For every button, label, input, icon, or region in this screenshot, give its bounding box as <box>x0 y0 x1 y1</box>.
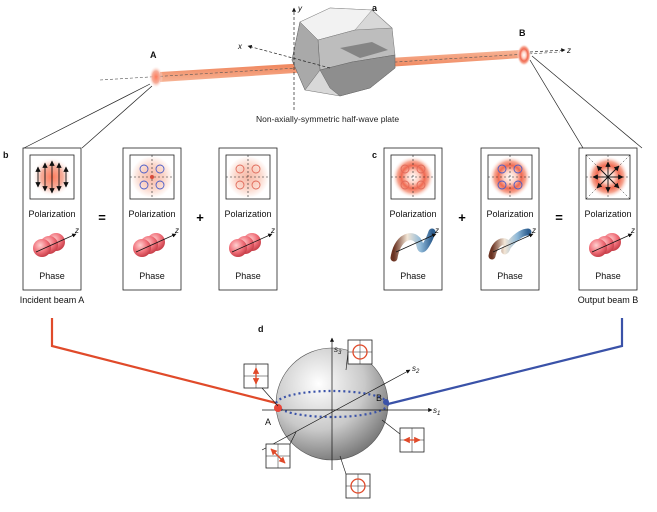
state-box-circular-bottom <box>339 455 371 499</box>
panel-label-d: d <box>258 324 264 334</box>
phase-plane-wave-3 <box>229 233 273 257</box>
polarization-pattern-output <box>585 154 631 200</box>
polarization-label-5: Polarization <box>486 209 533 219</box>
state-box-vertical <box>243 363 279 407</box>
operator-equals-2: = <box>555 210 563 225</box>
axis-x-label: x <box>237 42 243 51</box>
output-beam-label: Output beam B <box>578 295 639 305</box>
sphere-point-b: B <box>376 393 382 403</box>
phase-z-1: z <box>74 226 79 235</box>
phase-z-4: z <box>434 226 439 235</box>
polarization-label-1: Polarization <box>28 209 75 219</box>
polarization-label-6: Polarization <box>584 209 631 219</box>
operator-plus-2: + <box>458 210 466 225</box>
operator-plus-1: + <box>196 210 204 225</box>
phase-plane-wave-6 <box>589 233 633 257</box>
operator-equals-1: = <box>98 210 106 225</box>
polarization-label-3: Polarization <box>224 209 271 219</box>
phase-z-5: z <box>531 226 536 235</box>
phase-label-5: Phase <box>497 271 523 281</box>
phase-z-2: z <box>174 226 179 235</box>
wave-plate <box>291 7 396 97</box>
axis-z-label: z <box>566 46 571 55</box>
axis-y-label: y <box>297 4 303 13</box>
point-b-label: B <box>519 28 526 38</box>
phase-helical-wave-5 <box>488 228 534 260</box>
beam-spot-b <box>517 44 531 66</box>
phase-label-2: Phase <box>139 271 165 281</box>
state-box-diagonal <box>265 431 297 469</box>
s3-label: s3 <box>334 345 342 356</box>
phase-label-6: Phase <box>595 271 621 281</box>
red-connector <box>50 318 281 406</box>
polarization-label-2: Polarization <box>128 209 175 219</box>
polarization-pattern-2 <box>129 154 175 200</box>
phase-plane-wave-1 <box>33 233 77 257</box>
state-box-horizontal <box>381 419 425 453</box>
phase-plane-wave-2 <box>133 233 177 257</box>
polarization-label-4: Polarization <box>389 209 436 219</box>
phase-z-6: z <box>630 226 635 235</box>
polarization-pattern-3 <box>225 154 271 200</box>
phase-label-1: Phase <box>39 271 65 281</box>
sphere-point-a: A <box>265 417 271 427</box>
panel-label-c: c <box>372 150 377 160</box>
polarization-pattern-5 <box>487 154 533 200</box>
poincare-sphere <box>261 337 433 470</box>
panel-label-b: b <box>3 150 9 160</box>
phase-z-3: z <box>270 226 275 235</box>
beam-spot-a <box>149 66 163 88</box>
s2-label: s2 <box>412 364 420 375</box>
phase-label-4: Phase <box>400 271 426 281</box>
point-a-label: A <box>150 50 157 60</box>
polarization-pattern-4 <box>390 154 436 200</box>
incident-beam-label: Incident beam A <box>20 295 85 305</box>
panel-label-a: a <box>372 3 378 13</box>
polarization-pattern-incident <box>29 154 75 200</box>
state-box-circular-top <box>345 339 373 371</box>
zoom-lines <box>23 55 643 149</box>
plate-caption: Non-axially-symmetric half-wave plate <box>256 114 399 124</box>
phase-helical-wave-4 <box>390 228 437 262</box>
phase-label-3: Phase <box>235 271 261 281</box>
s1-label: s1 <box>433 406 440 417</box>
x-axis <box>247 44 331 69</box>
blue-connector <box>387 318 624 406</box>
z-axis-right <box>529 48 566 53</box>
